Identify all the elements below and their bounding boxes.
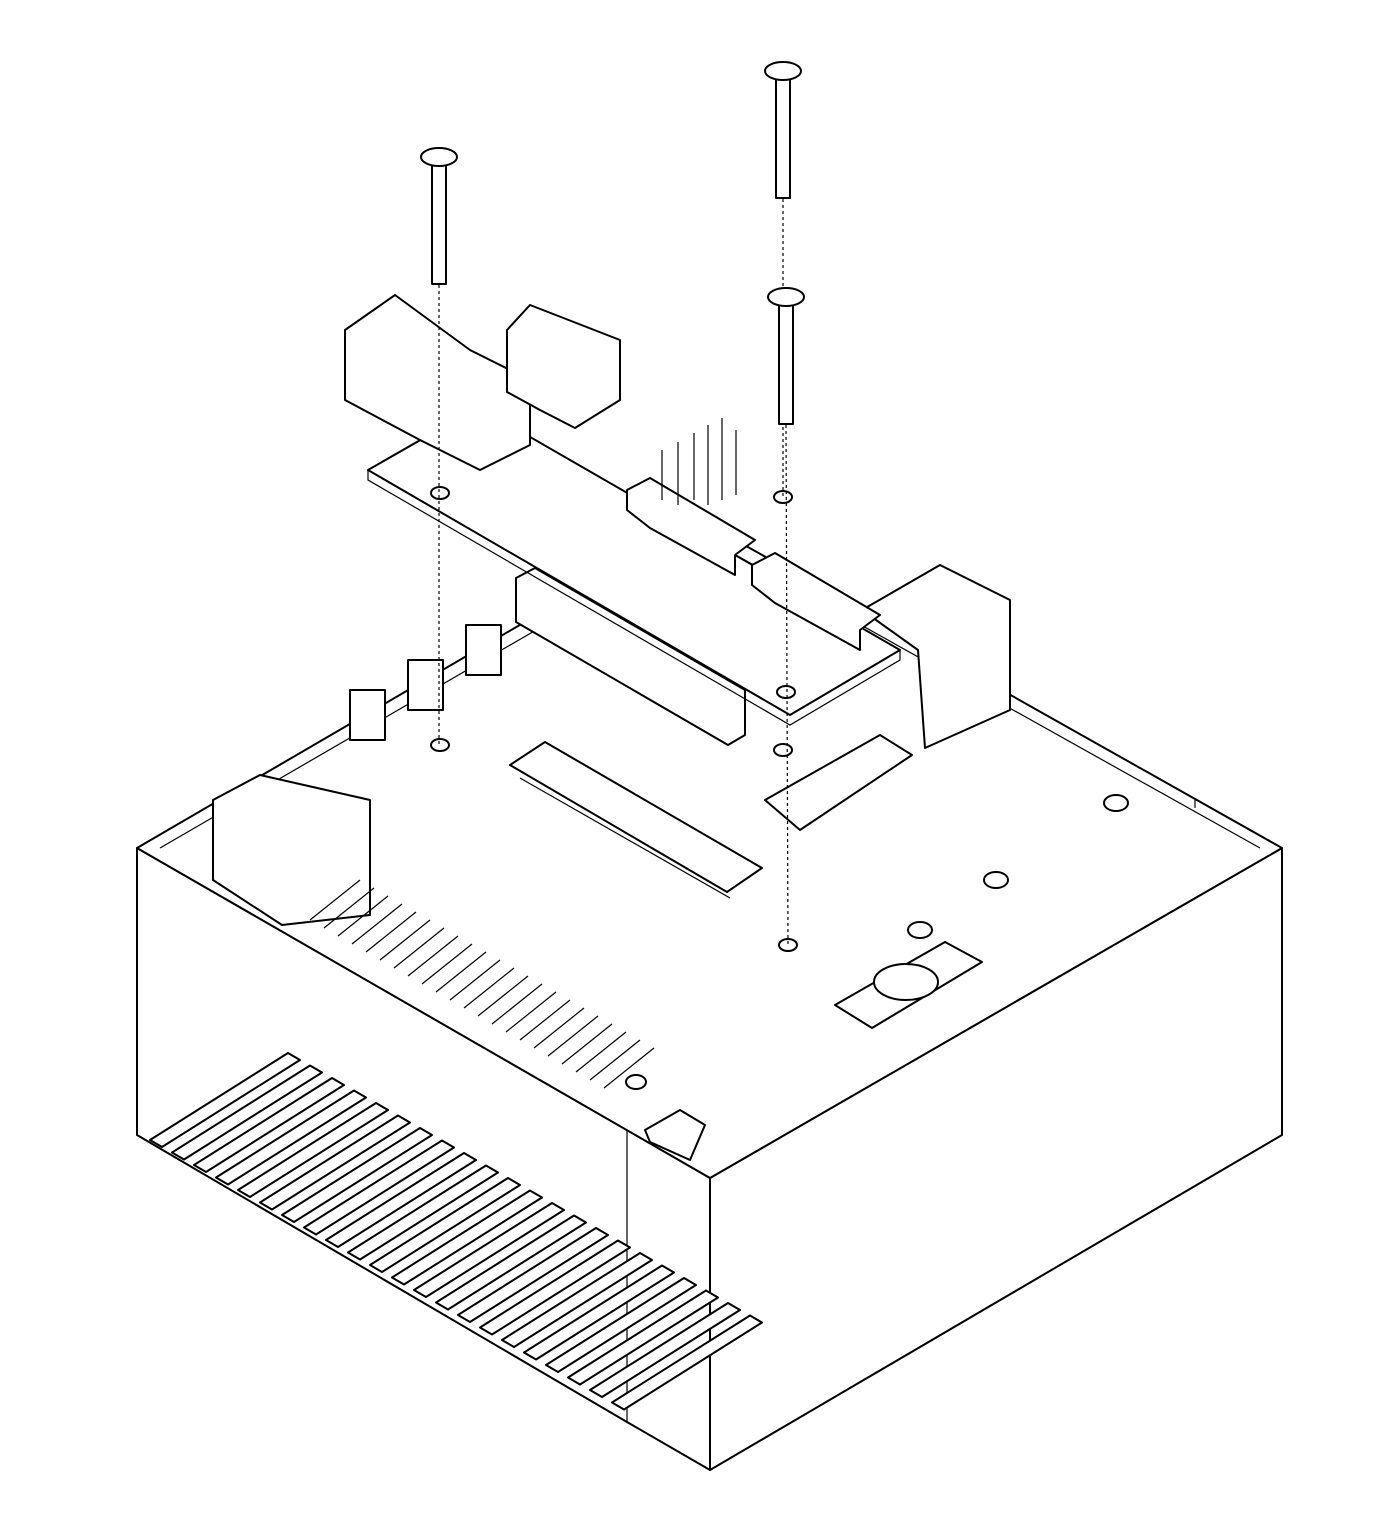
vent-slot [391, 1189, 543, 1286]
mount-hole [983, 871, 1009, 889]
vent-slot [259, 1114, 411, 1211]
vent-slot [567, 1289, 719, 1386]
header-pin [547, 1015, 599, 1057]
usb-c-port [644, 1109, 706, 1161]
header-pin [407, 935, 459, 977]
board-hole [430, 486, 450, 500]
mount-hole [778, 938, 798, 952]
vent-slot [369, 1177, 521, 1273]
header-pin [365, 911, 417, 953]
usb-stack-connector [212, 774, 371, 926]
screw-icon [764, 61, 802, 497]
header-pin [449, 959, 501, 1001]
pcie-slot [509, 741, 763, 893]
header-pin [379, 919, 431, 961]
mount-hole [1103, 794, 1129, 812]
carrier-board [344, 294, 901, 746]
vent-slot [215, 1089, 367, 1186]
dc-jack [506, 304, 621, 429]
vent-slot [237, 1102, 389, 1198]
pin-header [661, 418, 737, 505]
header-pin [505, 991, 557, 1033]
header-pin [463, 967, 515, 1009]
header-pin [435, 951, 487, 993]
vent-slot [523, 1264, 675, 1361]
vent-slot [545, 1277, 697, 1373]
rj45-jack [861, 564, 1011, 749]
coin-cell-battery [873, 963, 939, 1001]
mount-hole [625, 1074, 647, 1090]
board-hole [773, 490, 793, 504]
header-pin [309, 879, 361, 921]
ffc-connector [751, 552, 881, 651]
vent-slot [413, 1202, 565, 1298]
vent-slot [303, 1139, 455, 1236]
board-hole [776, 685, 796, 699]
vent-slot [149, 1052, 301, 1148]
vent-slot [347, 1164, 499, 1261]
hdmi-connector [344, 294, 531, 471]
m2-slot [764, 734, 913, 831]
vent-slot [325, 1152, 477, 1248]
header-pin [323, 887, 375, 929]
header-pin [575, 1031, 627, 1073]
audio-jacks [349, 624, 502, 741]
header-pin [351, 903, 403, 945]
screw-icon [767, 287, 805, 946]
header-pin [393, 927, 445, 969]
vent-slot [479, 1239, 631, 1336]
header-pin [491, 983, 543, 1025]
vent-slot [171, 1064, 323, 1161]
vent-slot [193, 1077, 345, 1173]
vent-slot [589, 1302, 741, 1398]
vent-slot [457, 1227, 609, 1323]
vent-slot [281, 1127, 433, 1223]
mount-hole [773, 743, 793, 757]
header-pin [533, 1007, 585, 1049]
header-pin-array [309, 879, 655, 1089]
header-pin [603, 1047, 655, 1089]
header-pin [519, 999, 571, 1041]
mount-hole [430, 738, 450, 752]
header-pin [337, 895, 389, 937]
ventilation-slots [149, 1052, 763, 1411]
header-pin [589, 1039, 641, 1081]
screws [420, 61, 805, 946]
mount-hole [907, 921, 933, 939]
base-board-components [212, 564, 1129, 1161]
vent-slot [501, 1252, 653, 1348]
vent-slot [435, 1214, 587, 1311]
ffc-connector [626, 477, 756, 576]
header-pin [421, 943, 473, 985]
header-pin [477, 975, 529, 1017]
vent-slot [611, 1314, 763, 1411]
header-pin [561, 1023, 613, 1065]
screw-icon [420, 147, 458, 745]
